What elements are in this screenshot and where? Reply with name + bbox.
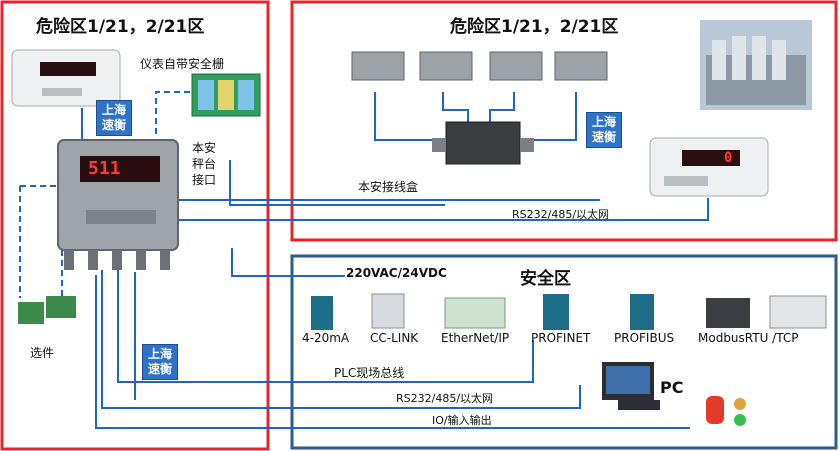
protocol-label: CC-LINK [370,331,419,345]
hazard-zone-left [0,0,270,451]
hazard-zone-left-title: 危险区1/21，2/21区 [36,17,205,37]
hazard-zone-right [290,0,838,242]
protocol-label: 4-20mA [302,331,350,345]
barrier-label: 仪表自带安全栅 [140,57,225,71]
power-label: 220VAC/24VDC [346,266,447,280]
protocol-label: ModbusRTU /TCP [698,331,799,345]
remote-display-top-left [11,49,121,107]
wiring [81,92,709,429]
brand-badge-bottom: 上海 速衡 [142,344,178,380]
weighing-indicator [57,139,179,270]
dashed-wiring [19,91,190,300]
optional-boards [18,296,76,324]
remote-display-value: 0 [724,150,733,166]
remote-display-right [649,137,769,197]
pc-device [602,362,660,410]
optional-label: 选件 [30,346,55,360]
io-label: IO/输入输出 [432,414,492,427]
indicator-display-value: 511 [88,158,121,179]
protocol-modules [311,293,827,330]
safe-zone [290,254,838,450]
plc-bus-label: PLC现场总线 [334,366,405,380]
site-photo [700,20,812,110]
brand-badge-top: 上海 速衡 [96,100,132,136]
brand-badge-right: 上海 速衡 [586,112,622,148]
safe-zone-title: 安全区 [520,269,571,289]
hazard-zone-right-title: 危险区1/21，2/21区 [450,17,619,37]
junction-box-label: 本安接线盒 [358,180,419,194]
protocol-label: PROFIBUS [614,331,675,345]
pc-label: PC [660,378,684,397]
load-cells [351,51,608,81]
junction-box-device [432,121,534,165]
rs-bottom-label: RS232/485/以太网 [396,392,494,405]
protocol-label: EtherNet/IP [441,331,510,345]
alarm-light [706,396,746,426]
intrinsic-scale-port-label: 本安秤台接口 [191,141,216,187]
safety-barrier-module [191,73,261,117]
protocol-label: PROFINET [531,331,591,345]
rs-right-label: RS232/485/以太网 [512,208,610,221]
